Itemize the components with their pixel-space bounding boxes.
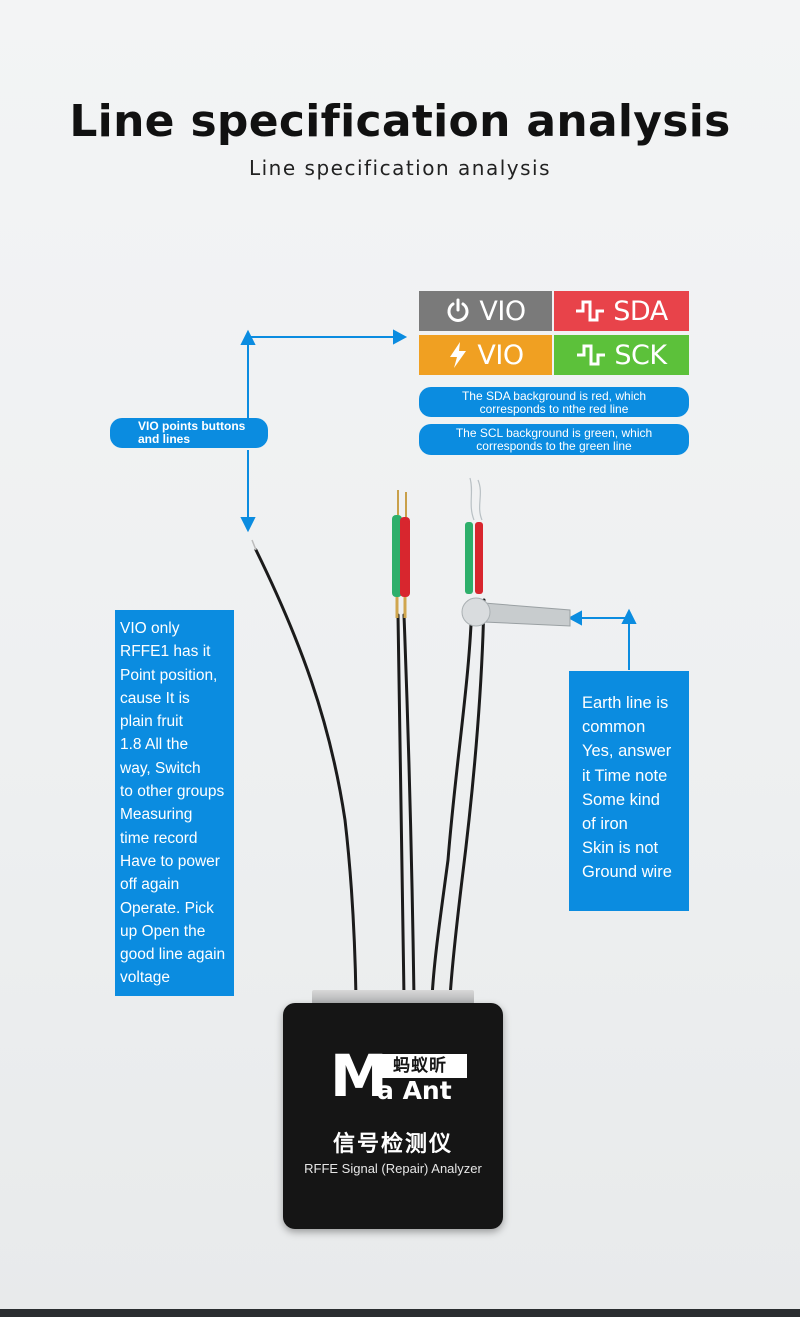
note-line: plain fruit [120,713,183,731]
arrow-head-left [567,610,582,626]
note-line: it Time note [582,766,668,785]
arrow-head-right [393,329,408,345]
legend-sda: SDA [554,291,689,331]
note-line: Ground wire [582,863,672,882]
legend-sck: SCK [554,335,689,375]
arrow-head-up [240,329,256,345]
note-line: Some kind [582,790,660,809]
note-line: up Open the [120,922,206,940]
note-line: The SDA background is red, which [461,389,647,403]
ground-wire-black [430,598,474,1000]
note-line: VIO only [120,620,180,637]
green-probe-sleeve [392,515,402,597]
brand-logo-chinese: 蚂蚁昕 [373,1054,467,1078]
earth-line-note: Earth line is common Yes, answer it Time… [569,671,689,911]
note-line: of iron [582,815,628,834]
note-line: Measuring [120,806,193,824]
legend-vio-lightning: VIO [419,335,552,375]
signal-wire-black [448,598,486,1000]
vio-wire-tip [251,539,257,551]
sck-wire-black [402,613,416,1000]
note-line: voltage [120,969,170,987]
note-line: VIO points buttons [138,419,246,433]
note-line: corresponds to the green line [476,439,632,453]
legend-vio-power: VIO [419,291,552,331]
callout-arrows [240,329,637,670]
probe-pins [392,490,410,618]
note-line: time record [120,829,198,847]
page-title: Line specification analysis [69,96,731,147]
sda-note: The SDA background is red, which corresp… [419,387,689,417]
device-name-english: RFFE Signal (Repair) Analyzer [304,1161,482,1176]
note-line: way, Switch [120,759,201,777]
arrow-head-up-earth [621,608,637,624]
note-line: common [582,718,646,737]
note-line: and lines [138,432,191,446]
legend-label: SCK [614,339,667,371]
note-line: corresponds to nthe red line [479,402,629,416]
bottom-divider [0,1309,800,1317]
device-name-chinese: 信号检测仪 [332,1132,453,1157]
vio-points-note: VIO points buttons and lines [110,418,268,448]
sda-wire-black [396,613,406,1000]
note-line: good line again [120,946,226,964]
pulse-wave-icon [576,300,605,322]
power-icon [447,298,469,322]
analyzer-device [283,1003,503,1229]
legend-label: SDA [613,295,668,327]
vio-wire [254,548,358,1000]
scl-note: The SCL background is green, which corre… [419,424,689,455]
vio-only-note: VIO only RFFE1 has it Point position, ca… [115,610,234,996]
braided-ground-strap [483,602,571,627]
pulse-wave-icon [577,344,606,366]
red-probe-sleeve [400,517,410,597]
note-line: to other groups [120,783,225,801]
note-line: off again [120,876,180,894]
page-subtitle: Line specification analysis [248,156,551,180]
note-line: RFFE1 has it [120,643,211,661]
note-line: Yes, answer [582,742,672,761]
ground-joint [461,597,491,627]
note-line: Operate. Pick [120,899,214,917]
brand-logo-english: a Ant [377,1076,452,1105]
ground-green-sleeve [465,522,473,594]
legend-label: VIO [479,295,526,327]
note-line: Have to power [120,852,220,870]
device-connector [312,990,474,1004]
note-line: cause It is [120,689,190,707]
note-line: 1.8 All the [120,736,189,754]
note-line: Point position, [120,666,218,684]
ground-red-sleeve [475,522,483,594]
signal-legend: VIO SDA VIO SCK [419,291,689,375]
lightning-icon [450,342,467,368]
legend-label: VIO [477,339,524,371]
note-line: Earth line is [582,694,669,712]
note-line: The SCL background is green, which [455,426,653,440]
ground-probe [461,477,571,627]
note-line: Skin is not [582,839,659,858]
black-wires [254,548,486,1000]
arrow-head-down [240,517,256,533]
